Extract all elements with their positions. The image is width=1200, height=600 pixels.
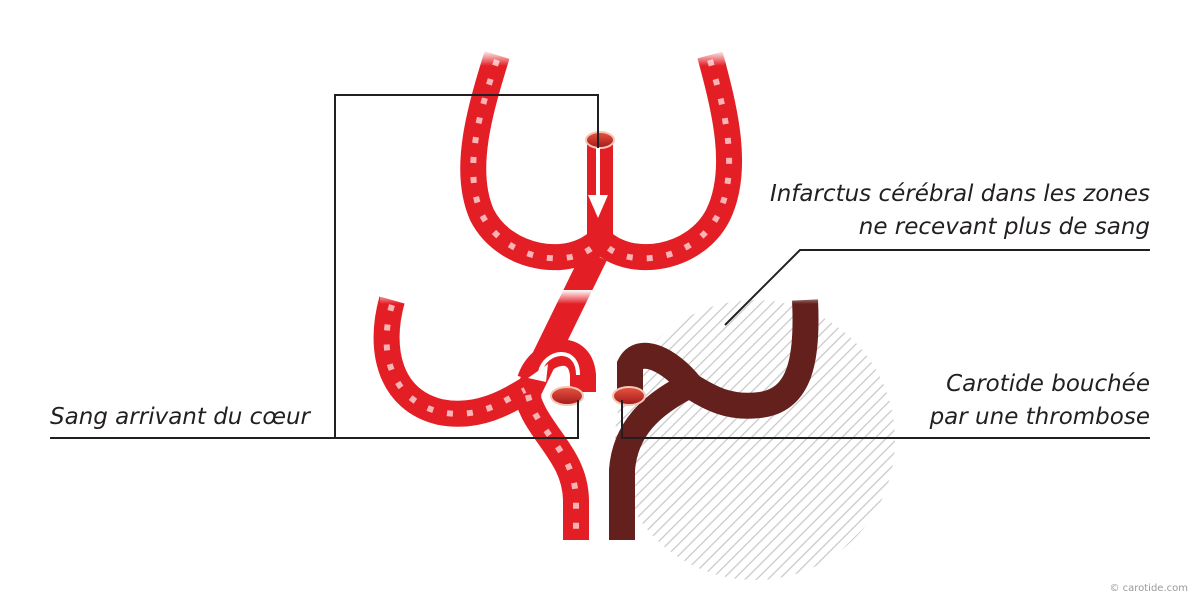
infarct-label-line2: ne recevant plus de sang [858, 214, 1150, 240]
copyright: © carotide.com [1109, 583, 1188, 594]
heart-blood-label: Sang arrivant du cœur [50, 404, 310, 430]
blocked-artery-lumen [612, 386, 646, 406]
infarct-zone-hatch [615, 300, 895, 580]
leader-lines [50, 94, 1150, 439]
trunk-lumen [585, 131, 615, 149]
ascending-flow-arrow-icon [538, 352, 580, 376]
blocked-label-line2: par une thrombose [929, 404, 1150, 430]
cut-artery-lumen [550, 386, 584, 406]
blocked-label-line1: Carotide bouchée [946, 371, 1150, 397]
infarct-label-line1: Infarctus cérébral dans les zones [769, 181, 1150, 207]
blocked-artery [609, 299, 819, 540]
down-arrowhead [588, 195, 608, 218]
ascending-flow-arrowhead [528, 364, 548, 382]
